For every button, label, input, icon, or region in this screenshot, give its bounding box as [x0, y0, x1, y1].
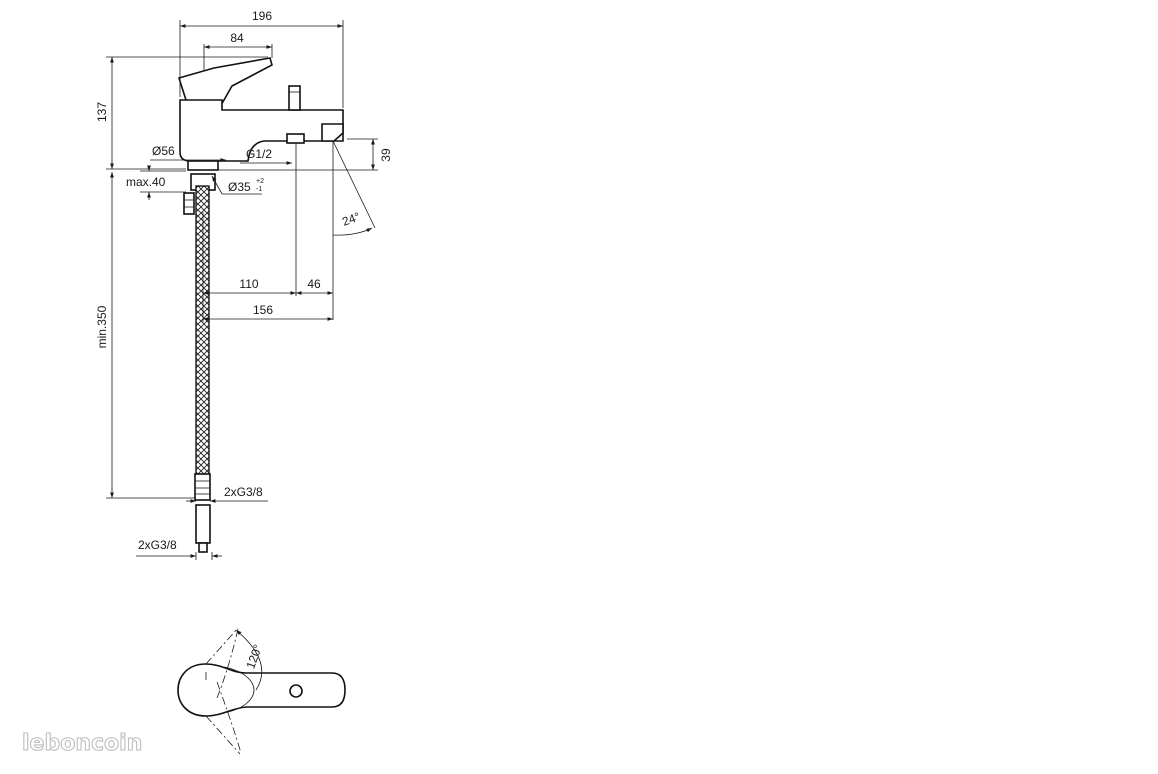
label-inlet-thread: G1/2	[246, 147, 272, 161]
label-overall-width: 196	[252, 9, 272, 23]
label-hole-tolerance-upper: +2	[256, 178, 264, 185]
diverter-hole	[289, 684, 303, 698]
hose-end-nut	[198, 542, 208, 553]
spout-tip	[321, 123, 344, 142]
lever-top-outline	[177, 663, 346, 717]
dimension-labels: 196 84 137 Ø56 G1/2 39 max.40 Ø35 +2 -1 …	[95, 9, 393, 671]
mounting-base	[187, 160, 219, 171]
label-total-reach: 156	[253, 303, 273, 317]
label-hose-thread-lower: 2xG3/8	[138, 538, 177, 552]
shower-outlet-nut	[286, 133, 305, 144]
label-max-deck: max.40	[126, 175, 166, 189]
watermark-logo: leboncoin	[22, 731, 142, 756]
label-diverter-spout: 46	[307, 277, 321, 291]
fixing-bolt	[183, 192, 195, 215]
label-reach-diverter: 110	[239, 277, 258, 291]
hose-lower-fitting	[195, 504, 211, 544]
label-spout-angle: 24°	[340, 209, 362, 228]
dimension-lines	[106, 20, 378, 560]
label-spout-height: 39	[379, 148, 393, 162]
faucet-top-view	[177, 627, 346, 755]
label-hole-tolerance-lower: -1	[256, 186, 262, 193]
label-hose-length: min.350	[95, 305, 109, 348]
label-hose-thread-upper: 2xG3/8	[224, 485, 263, 499]
faucet-side-view	[177, 57, 344, 215]
label-lever-rotation: 120°	[243, 642, 265, 670]
diverter-knob	[288, 85, 301, 111]
hose-upper-fitting	[194, 473, 211, 501]
label-body-diameter: Ø56	[152, 144, 175, 158]
label-body-height: 137	[95, 102, 109, 122]
label-lever-width: 84	[230, 31, 244, 45]
label-hole-diameter: Ø35	[228, 180, 251, 194]
flex-hose	[194, 185, 211, 553]
